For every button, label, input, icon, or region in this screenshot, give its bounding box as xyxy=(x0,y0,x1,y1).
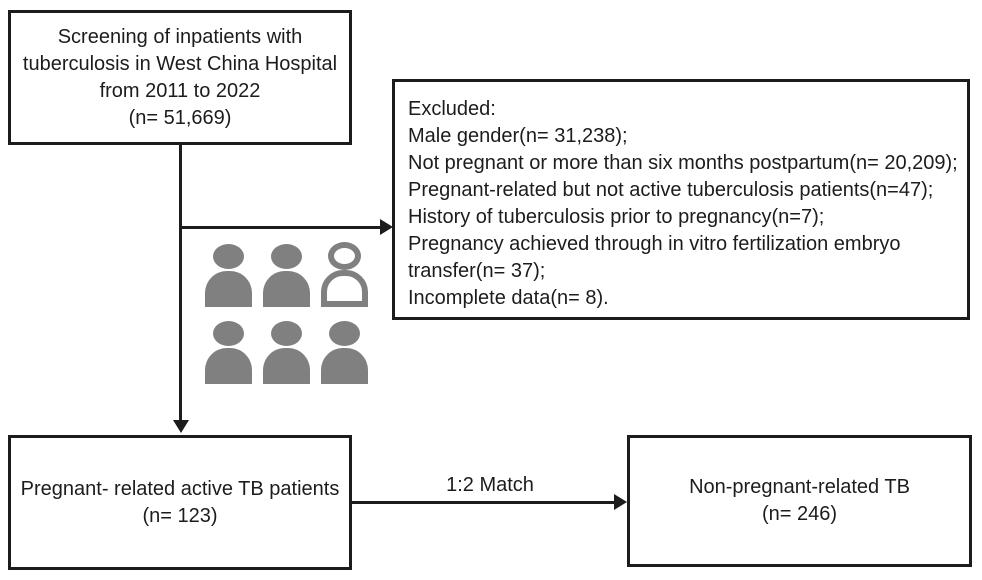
person-icon xyxy=(205,321,252,384)
excluded-branch-line xyxy=(179,226,381,229)
excluded-item: Male gender(n= 31,238); xyxy=(408,125,628,147)
screening-box-line: Screening of inpatients with xyxy=(57,25,303,48)
person-outline-icon xyxy=(321,242,368,307)
person-head-icon xyxy=(328,242,361,270)
excluded-heading: Excluded: xyxy=(408,98,496,120)
person-icon xyxy=(263,321,310,384)
right-arrowhead-icon xyxy=(380,219,393,235)
match-ratio-label: 1:2 Match xyxy=(446,474,534,496)
nonpregnant-tb-box: Non-pregnant-related TB (n= 246) xyxy=(627,435,972,567)
screening-box-line: tuberculosis in West China Hospital xyxy=(22,52,338,75)
excluded-item: Pregnancy achieved through in vitro fert… xyxy=(408,233,901,282)
screening-box: Screening of inpatients with tuberculosi… xyxy=(8,10,352,145)
nonpregnant-tb-count: (n= 246) xyxy=(761,503,838,525)
person-icon xyxy=(321,321,368,384)
excluded-box: Excluded: Male gender(n= 31,238); Not pr… xyxy=(392,79,970,320)
pregnant-tb-box: Pregnant- related active TB patients (n=… xyxy=(8,435,352,570)
person-body-icon xyxy=(263,348,310,384)
down-arrowhead-icon xyxy=(173,420,189,433)
pregnant-tb-count: (n= 123) xyxy=(142,504,218,527)
person-head-icon xyxy=(329,321,360,346)
right-arrowhead-icon xyxy=(614,494,627,510)
person-body-icon xyxy=(321,270,368,307)
person-body-icon xyxy=(321,348,368,384)
person-head-icon xyxy=(271,321,302,346)
person-body-icon xyxy=(205,271,252,307)
person-icon xyxy=(205,244,252,307)
person-icon xyxy=(263,244,310,307)
screening-box-count: (n= 51,669) xyxy=(128,106,232,129)
screening-box-line: from 2011 to 2022 xyxy=(99,79,261,102)
excluded-item: Pregnant-related but not active tubercul… xyxy=(408,179,934,201)
person-head-icon xyxy=(271,244,302,269)
person-body-icon xyxy=(263,271,310,307)
match-arrow-line xyxy=(352,501,615,504)
person-head-icon xyxy=(213,321,244,346)
person-head-icon xyxy=(213,244,244,269)
person-body-icon xyxy=(205,348,252,384)
excluded-item: Not pregnant or more than six months pos… xyxy=(408,152,958,174)
excluded-item: History of tuberculosis prior to pregnan… xyxy=(408,206,825,228)
nonpregnant-tb-line: Non-pregnant-related TB xyxy=(689,476,910,498)
pregnant-tb-line: Pregnant- related active TB patients xyxy=(20,477,340,500)
excluded-item: Incomplete data(n= 8). xyxy=(408,287,609,309)
vertical-connector-line xyxy=(179,145,182,421)
